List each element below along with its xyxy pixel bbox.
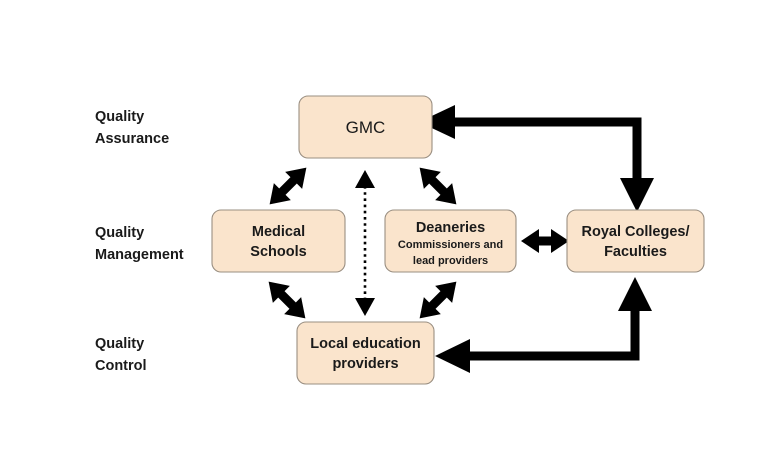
tier-label-quality-assurance-line1: Quality: [95, 109, 144, 125]
tier-label-quality-assurance: Quality Assurance: [95, 109, 169, 147]
node-local-education-providers-title-line1: Local education: [310, 336, 420, 352]
connector-deaneries-royal-colleges-arrowhead-right: [551, 229, 569, 253]
tier-label-quality-control: Quality Control: [95, 336, 147, 374]
connector-gmc-deaneries-arrowhead-a: [435, 183, 457, 205]
tier-label-quality-assurance-line2: Assurance: [95, 131, 169, 147]
node-local-education-providers[interactable]: Local education providers: [296, 321, 435, 385]
node-deaneries-title: Deaneries: [416, 220, 485, 236]
node-gmc-box[interactable]: [298, 95, 433, 159]
node-medical-schools-box[interactable]: [211, 209, 346, 273]
tier-label-quality-control-line1: Quality: [95, 336, 144, 352]
connector-royal-colleges-gmc-arrowhead-left: [419, 105, 455, 139]
connector-gmc-medical-schools-arrowhead-b: [269, 183, 291, 205]
connector-deaneries-royal-colleges-shaft: [531, 236, 559, 246]
connector-gmc-local-education-providers: [355, 170, 375, 316]
connector-royal-colleges-gmc-line: [450, 117, 642, 193]
connector-deaneries-lep-arrowhead-b: [419, 297, 441, 319]
connector-gmc-lep-arrowhead-up: [355, 170, 375, 188]
connector-gmc-medical-schools-arrowhead-a: [285, 167, 307, 189]
connector-medical-schools-local-education-providers: [268, 281, 306, 319]
node-deaneries-box[interactable]: [384, 209, 517, 273]
connector-gmc-deaneries-arrowhead-b: [419, 167, 441, 189]
tier-label-quality-control-line2: Control: [95, 358, 147, 374]
connector-royal-colleges-gmc: [419, 105, 654, 212]
connector-gmc-lep-arrowhead-down: [355, 298, 375, 316]
node-royal-colleges[interactable]: Royal Colleges/ Faculties: [566, 209, 705, 273]
connector-deaneries-local-education-providers: [419, 281, 457, 319]
node-deaneries-subtitle-line2: lead providers: [413, 255, 488, 267]
node-royal-colleges-box[interactable]: [566, 209, 705, 273]
connector-deaneries-lep-arrowhead-a: [435, 281, 457, 303]
node-medical-schools[interactable]: Medical Schools: [211, 209, 346, 273]
connector-royal-colleges-lep-arrowhead-left: [435, 339, 470, 373]
node-medical-schools-title-line2: Schools: [250, 244, 306, 260]
tier-label-quality-management-line1: Quality: [95, 225, 144, 241]
node-royal-colleges-title-line2: Faculties: [604, 244, 667, 260]
node-gmc[interactable]: GMC: [298, 95, 433, 159]
node-deaneries-subtitle-line1: Commissioners and: [398, 239, 503, 251]
node-royal-colleges-title-line1: Royal Colleges/: [582, 224, 690, 240]
tier-label-quality-management: Quality Management: [95, 225, 184, 263]
connector-gmc-medical-schools: [269, 167, 307, 205]
connector-royal-colleges-local-education-providers: [435, 277, 652, 373]
node-deaneries[interactable]: Deaneries Commissioners and lead provide…: [384, 209, 517, 273]
connector-royal-colleges-lep-line: [465, 297, 640, 361]
connector-deaneries-royal-colleges-arrowhead-left: [521, 229, 539, 253]
connector-medical-schools-lep-arrowhead-b: [268, 281, 290, 303]
node-gmc-title: GMC: [346, 118, 386, 137]
connector-royal-colleges-lep-arrowhead-up: [618, 277, 652, 311]
node-local-education-providers-box[interactable]: [296, 321, 435, 385]
connector-royal-colleges-gmc-arrowhead-down: [620, 178, 654, 212]
connector-deaneries-royal-colleges: [521, 229, 569, 253]
tier-label-quality-management-line2: Management: [95, 247, 184, 263]
node-medical-schools-title-line1: Medical: [252, 224, 305, 240]
connector-medical-schools-lep-arrowhead-a: [284, 297, 306, 319]
connector-gmc-deaneries: [419, 167, 457, 205]
node-local-education-providers-title-line2: providers: [332, 356, 398, 372]
